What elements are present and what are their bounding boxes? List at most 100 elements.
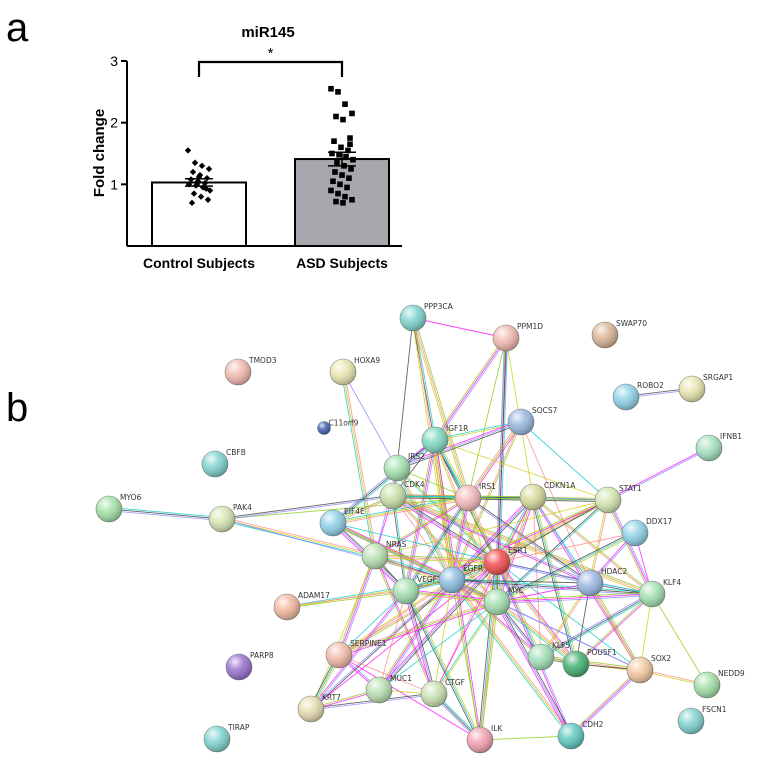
network-edge (497, 561, 543, 657)
network-edge (531, 497, 575, 665)
node-highlight (520, 484, 546, 510)
node-ilk[interactable]: ILK (466, 724, 503, 754)
network-edge (338, 590, 407, 656)
node-eif4e[interactable]: EIF4E (319, 507, 365, 537)
node-sox2[interactable]: SOX2 (626, 654, 671, 684)
network-edge (606, 500, 651, 595)
network-edge (374, 555, 498, 563)
node-muc1[interactable]: MUC1 (365, 674, 412, 704)
network-edge (338, 601, 498, 656)
network-edge (452, 497, 535, 582)
node-myc[interactable]: MYC (483, 586, 524, 616)
node-label: CDH2 (582, 720, 604, 729)
node-ifnb1[interactable]: IFNB1 (695, 432, 742, 462)
network-edge (534, 496, 578, 664)
node-myo6[interactable]: MYO6 (95, 493, 142, 523)
node-label: ESR1 (508, 546, 528, 555)
node-nras[interactable]: NRAS (361, 540, 407, 570)
network-edge (434, 439, 609, 501)
network-edge (221, 494, 393, 519)
data-point (332, 169, 338, 175)
data-point (333, 198, 339, 205)
network-edge (575, 582, 591, 665)
node-highlight (679, 376, 705, 402)
node-highlight (274, 594, 300, 620)
node-label: VEGF (417, 575, 437, 584)
node-klf5[interactable]: KLF5 (527, 641, 570, 671)
node-highlight (627, 657, 653, 683)
network-edge (396, 420, 521, 467)
node-irs1[interactable]: IRS1 (454, 482, 496, 512)
node-serpine1[interactable]: SERPINE1 (325, 639, 387, 669)
data-point (335, 190, 341, 197)
node-label: SERPINE1 (350, 639, 387, 648)
node-pou5f1[interactable]: POU5F1 (562, 648, 617, 678)
node-label: MYC (508, 586, 524, 595)
node-robo2[interactable]: ROBO2 (612, 381, 664, 411)
node-parp8[interactable]: PARP8 (225, 651, 274, 681)
network-edge (570, 669, 641, 737)
node-nedd9[interactable]: NEDD9 (693, 669, 745, 699)
data-point (346, 175, 352, 181)
significance-bracket (197, 60, 344, 77)
node-c11orf9[interactable]: C11orf9 (317, 419, 359, 435)
network-edge (405, 590, 481, 741)
network-edge (405, 590, 498, 603)
network-edge (375, 555, 436, 694)
node-ppm1d[interactable]: PPM1D (492, 322, 543, 352)
x-tick-label: ASD Subjects (296, 255, 388, 271)
node-egfr[interactable]: EGFR (438, 564, 483, 594)
node-label: HOXA9 (354, 356, 380, 365)
network-edge (432, 440, 451, 581)
network-edge (310, 555, 376, 710)
node-hdac2[interactable]: HDAC2 (576, 567, 628, 597)
node-tmod3[interactable]: TMOD3 (224, 356, 277, 386)
network-edge (496, 561, 577, 665)
node-highlight (384, 455, 410, 481)
node-highlight (592, 322, 618, 348)
network-edge (338, 600, 497, 654)
node-ppp3ca[interactable]: PPP3CA (399, 302, 454, 332)
node-irs2[interactable]: IRS2 (383, 452, 425, 482)
data-point (206, 187, 214, 194)
node-label: NRAS (386, 540, 407, 549)
network-edge (609, 499, 654, 594)
data-point (350, 156, 356, 163)
node-klf4[interactable]: KLF4 (638, 578, 681, 608)
node-cdh2[interactable]: CDH2 (557, 720, 604, 750)
node-label: STAT1 (619, 484, 642, 493)
data-point (195, 173, 203, 181)
node-ddx17[interactable]: DDX17 (621, 517, 672, 547)
node-cbfb[interactable]: CBFB (201, 448, 246, 478)
network-edge (406, 588, 498, 601)
node-cdkn1a[interactable]: CDKN1A (519, 481, 576, 511)
node-ctgf[interactable]: CTGF (420, 678, 465, 708)
node-vegf[interactable]: VEGF (392, 575, 437, 605)
node-highlight (202, 451, 228, 477)
node-krt7[interactable]: KRT7 (297, 693, 341, 723)
node-pak4[interactable]: PAK4 (208, 503, 252, 533)
network-edge (452, 577, 653, 593)
network-edge (467, 421, 522, 499)
network-edge (607, 446, 709, 500)
node-fscn1[interactable]: FSCN1 (677, 705, 727, 735)
node-tirap[interactable]: TIRAP (203, 723, 250, 753)
network-edge (496, 593, 653, 603)
node-highlight (96, 496, 122, 522)
node-srgap1[interactable]: SRGAP1 (678, 373, 733, 403)
node-adam17[interactable]: ADAM17 (273, 591, 330, 621)
node-socs7[interactable]: SOCS7 (507, 406, 558, 436)
node-label: CDK4 (404, 480, 425, 489)
network-edge (449, 497, 467, 580)
data-point (337, 181, 343, 188)
node-swap70[interactable]: SWAP70 (591, 319, 647, 349)
node-stat1[interactable]: STAT1 (594, 484, 642, 514)
node-highlight (362, 543, 388, 569)
network-edge (377, 578, 452, 690)
node-cdk4[interactable]: CDK4 (379, 480, 425, 510)
node-igf1r[interactable]: IGF1R (421, 424, 468, 454)
network-edge (480, 602, 499, 741)
node-esr1[interactable]: ESR1 (483, 546, 528, 576)
node-hoxa9[interactable]: HOXA9 (329, 356, 380, 386)
network-edge (434, 602, 499, 695)
